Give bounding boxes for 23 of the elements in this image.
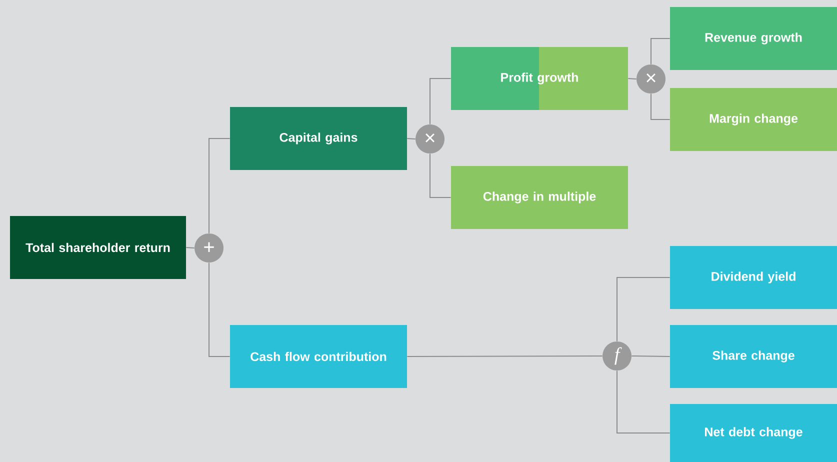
connector-line — [186, 247, 195, 248]
process-box: Cash flow contribution — [230, 325, 407, 388]
connector-line — [650, 38, 670, 65]
process-box: Dividend yield — [670, 246, 837, 309]
process-box: Capital gains — [230, 107, 407, 170]
connector-line — [631, 356, 670, 357]
connector-line — [208, 138, 230, 234]
connector-line — [430, 153, 452, 198]
connector-line — [406, 356, 603, 357]
connector-line — [406, 138, 416, 140]
connector-line — [616, 370, 670, 434]
process-box: Margin change — [670, 88, 837, 151]
process-box: Net debt change — [670, 404, 837, 462]
connector-line — [650, 93, 670, 120]
process-box: Revenue growth — [670, 7, 837, 70]
connector-line — [616, 277, 670, 342]
process-box: Profit growth — [451, 47, 628, 110]
process-box: Share change — [670, 325, 837, 388]
connector-line — [628, 78, 637, 80]
connector-line — [208, 262, 230, 357]
process-box: Change in multiple — [451, 166, 628, 229]
connector-line — [430, 78, 452, 125]
process-box: Total shareholder return — [10, 216, 186, 279]
